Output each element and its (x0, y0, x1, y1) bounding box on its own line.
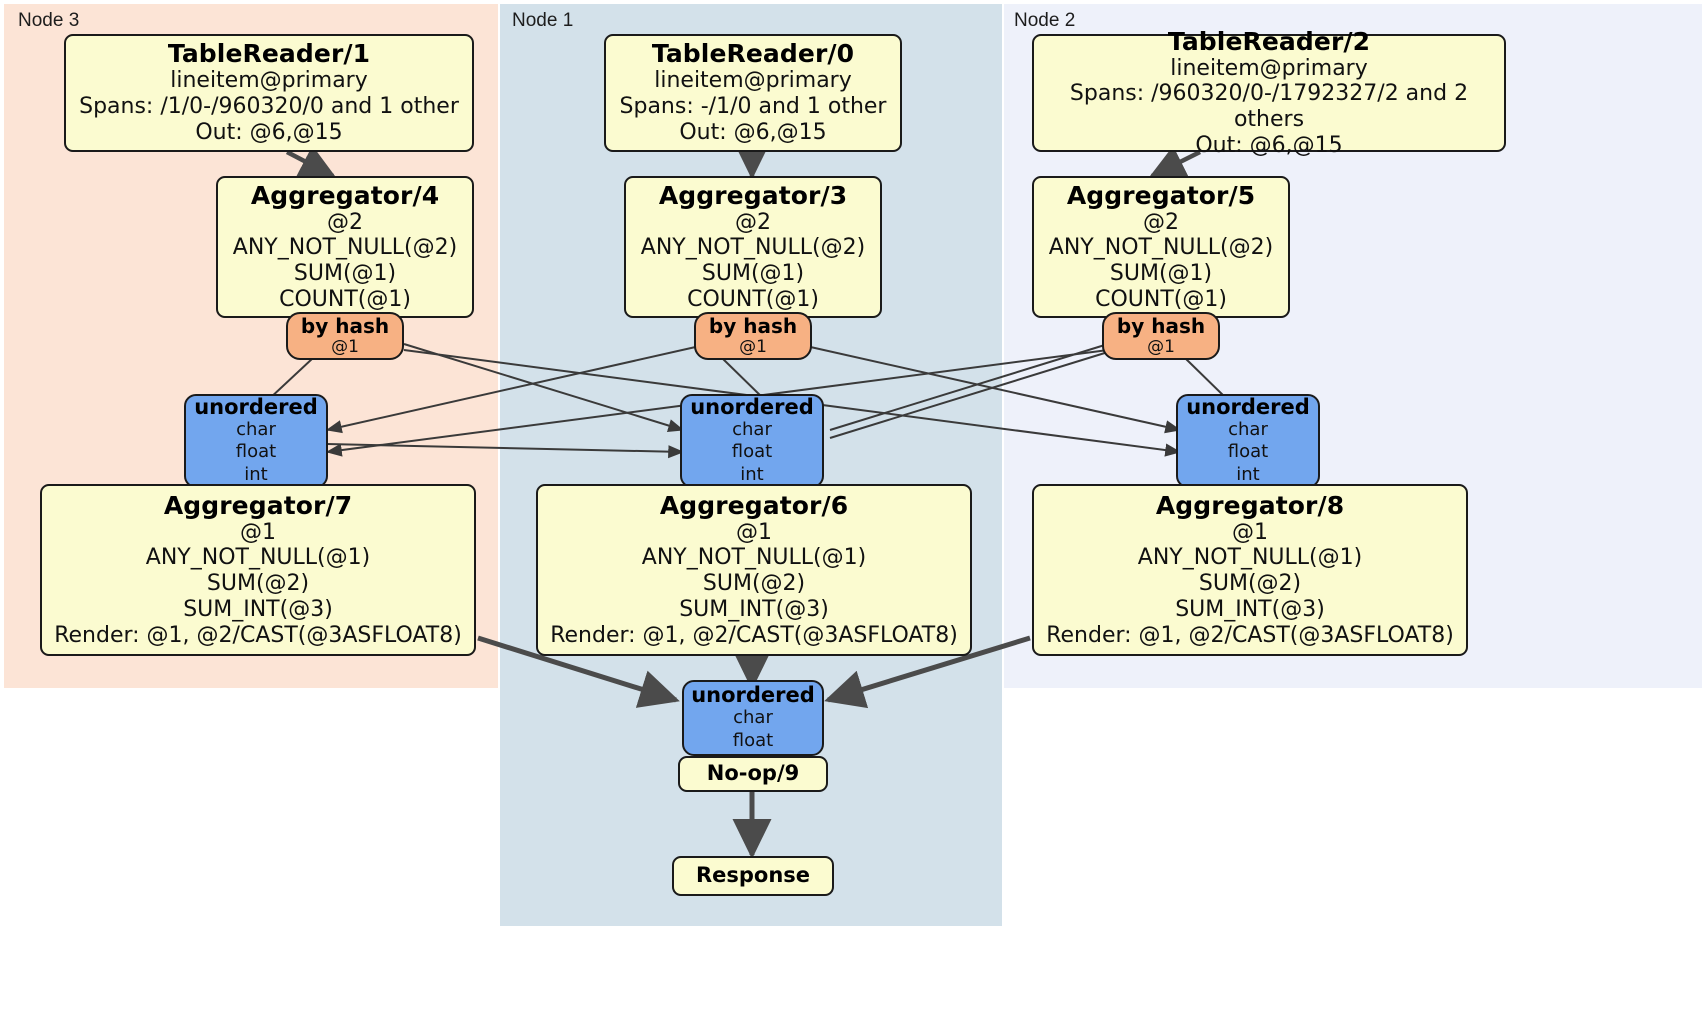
processor-render: Render: @1, @2/CAST(@3ASFLOAT8) (1046, 622, 1454, 648)
synchronizer-title: unordered (194, 394, 318, 419)
synchronizer-title: unordered (691, 682, 815, 707)
processor-render: Render: @1, @2/CAST(@3ASFLOAT8) (550, 622, 958, 648)
synchronizer-type: float (731, 441, 773, 463)
processor-agg: SUM(@1) (1109, 261, 1213, 286)
processor-agg: SUM(@2) (206, 571, 310, 597)
processor-group: @2 (1143, 209, 1179, 235)
processor-table: lineitem@primary (1170, 55, 1368, 81)
processor-agg: ANY_NOT_NULL(@2) (1048, 235, 1274, 261)
processor-title: No-op/9 (706, 761, 800, 786)
synchronizer-type: int (244, 463, 268, 485)
processor-table-reader-1[interactable]: TableReader/1 lineitem@primary Spans: /1… (64, 34, 474, 152)
synchronizer-unordered-node2[interactable]: unordered char float int (1176, 394, 1320, 488)
processor-agg: SUM(@2) (1198, 571, 1302, 597)
router-title: by hash (708, 313, 798, 338)
processor-group: @1 (240, 519, 276, 545)
router-by-hash-node1[interactable]: by hash @1 (694, 312, 812, 360)
router-column: @1 (1147, 336, 1175, 357)
router-title: by hash (300, 313, 390, 338)
synchronizer-title: unordered (690, 394, 814, 419)
response-title: Response (695, 863, 811, 888)
processor-agg: ANY_NOT_NULL(@1) (145, 545, 371, 571)
processor-agg: COUNT(@1) (279, 286, 411, 312)
synchronizer-title: unordered (1186, 394, 1310, 419)
synchronizer-unordered-final[interactable]: unordered char float (682, 680, 824, 756)
processor-agg: ANY_NOT_NULL(@2) (640, 235, 866, 261)
router-column: @1 (739, 336, 767, 357)
synchronizer-type: float (1227, 441, 1269, 463)
processor-title: TableReader/2 (1167, 26, 1371, 56)
processor-out: Out: @6,@15 (195, 119, 343, 145)
processor-agg: SUM_INT(@3) (1175, 596, 1325, 622)
processor-agg: ANY_NOT_NULL(@1) (641, 545, 867, 571)
synchronizer-type: char (732, 418, 772, 440)
processor-group: @1 (736, 519, 772, 545)
router-by-hash-node3[interactable]: by hash @1 (286, 312, 404, 360)
processor-title: Aggregator/4 (250, 180, 440, 210)
synchronizer-unordered-node1[interactable]: unordered char float int (680, 394, 824, 488)
processor-agg: COUNT(@1) (687, 286, 819, 312)
processor-title: TableReader/1 (167, 39, 371, 69)
synchronizer-type: char (236, 418, 276, 440)
processor-agg: COUNT(@1) (1095, 286, 1227, 312)
processor-render: Render: @1, @2/CAST(@3ASFLOAT8) (54, 622, 462, 648)
processor-title: Aggregator/6 (659, 490, 849, 520)
synchronizer-type: float (235, 441, 277, 463)
router-column: @1 (331, 336, 359, 357)
processor-aggregator-6[interactable]: Aggregator/6 @1 ANY_NOT_NULL(@1) SUM(@2)… (536, 484, 972, 656)
processor-agg: SUM_INT(@3) (183, 596, 333, 622)
processor-spans: Spans: /960320/0-/1792327/2 and 2 others (1069, 81, 1469, 132)
processor-aggregator-4[interactable]: Aggregator/4 @2 ANY_NOT_NULL(@2) SUM(@1)… (216, 176, 474, 318)
processor-agg: SUM(@2) (702, 571, 806, 597)
processor-group: @2 (735, 209, 771, 235)
synchronizer-type: int (740, 463, 764, 485)
processor-agg: SUM(@1) (293, 261, 397, 286)
processor-title: Aggregator/5 (1066, 180, 1256, 210)
processor-aggregator-3[interactable]: Aggregator/3 @2 ANY_NOT_NULL(@2) SUM(@1)… (624, 176, 882, 318)
processor-table: lineitem@primary (654, 68, 852, 94)
processor-spans: Spans: /1/0-/960320/0 and 1 other (79, 94, 459, 120)
processor-spans: Spans: -/1/0 and 1 other (619, 94, 887, 120)
node-label-node2: Node 2 (1014, 10, 1076, 31)
processor-title: Aggregator/3 (658, 180, 848, 210)
processor-title: Aggregator/8 (1155, 490, 1345, 520)
processor-group: @2 (327, 209, 363, 235)
processor-no-op-9[interactable]: No-op/9 (678, 756, 828, 792)
node-label-node3: Node 3 (18, 10, 80, 31)
processor-agg: SUM(@1) (701, 261, 805, 286)
processor-title: TableReader/0 (651, 39, 855, 69)
synchronizer-type: char (733, 707, 773, 729)
processor-table-reader-2[interactable]: TableReader/2 lineitem@primary Spans: /9… (1032, 27, 1506, 158)
processor-table: lineitem@primary (170, 68, 368, 94)
router-title: by hash (1116, 313, 1206, 338)
processor-out: Out: @6,@15 (1195, 132, 1343, 158)
processor-aggregator-7[interactable]: Aggregator/7 @1 ANY_NOT_NULL(@1) SUM(@2)… (40, 484, 476, 656)
processor-agg: ANY_NOT_NULL(@1) (1137, 545, 1363, 571)
router-by-hash-node2[interactable]: by hash @1 (1102, 312, 1220, 360)
node-response[interactable]: Response (672, 856, 834, 896)
synchronizer-type: char (1228, 418, 1268, 440)
processor-title: Aggregator/7 (163, 490, 353, 520)
processor-aggregator-5[interactable]: Aggregator/5 @2 ANY_NOT_NULL(@2) SUM(@1)… (1032, 176, 1290, 318)
processor-out: Out: @6,@15 (679, 119, 827, 145)
synchronizer-type: int (1236, 463, 1260, 485)
processor-group: @1 (1232, 519, 1268, 545)
processor-agg: ANY_NOT_NULL(@2) (232, 235, 458, 261)
processor-agg: SUM_INT(@3) (679, 596, 829, 622)
synchronizer-unordered-node3[interactable]: unordered char float int (184, 394, 328, 488)
node-label-node1: Node 1 (512, 10, 574, 31)
processor-table-reader-0[interactable]: TableReader/0 lineitem@primary Spans: -/… (604, 34, 902, 152)
processor-aggregator-8[interactable]: Aggregator/8 @1 ANY_NOT_NULL(@1) SUM(@2)… (1032, 484, 1468, 656)
synchronizer-type: float (732, 729, 774, 751)
